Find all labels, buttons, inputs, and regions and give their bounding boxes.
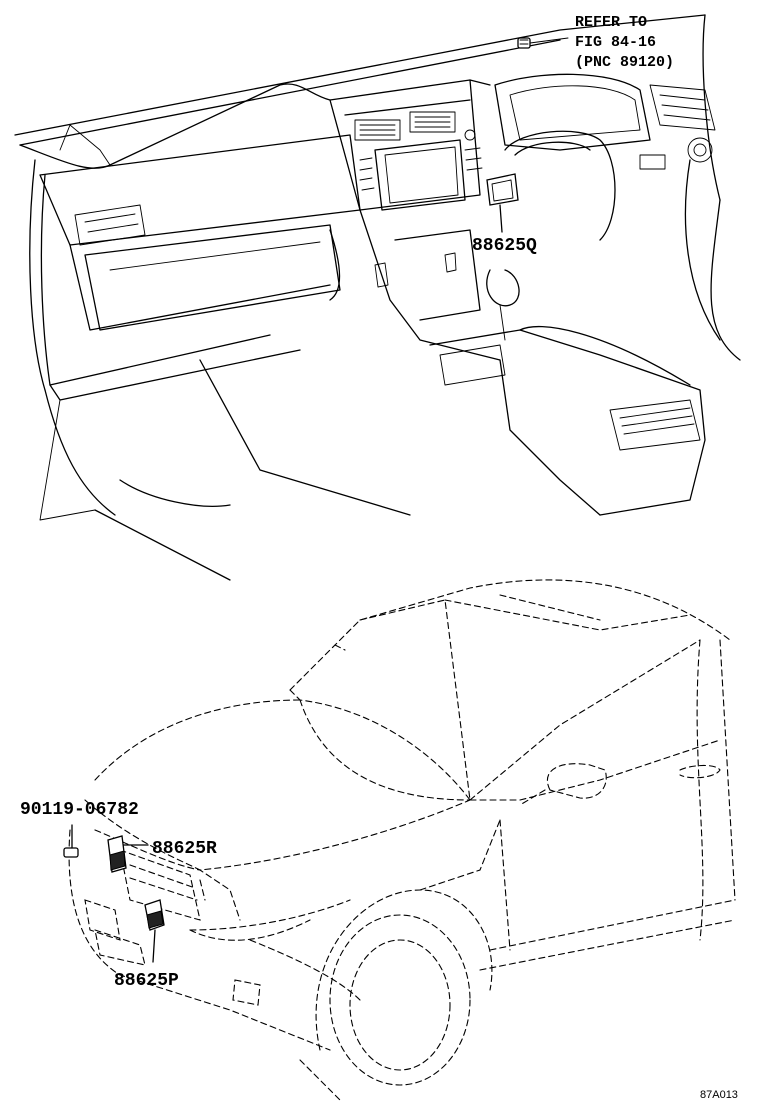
clip-90119-06782 — [63, 824, 79, 858]
dashboard-illustration — [14, 14, 741, 581]
reference-note: REFER TO FIG 84-16 (PNC 89120) — [575, 14, 674, 71]
callout-90119-06782: 90119-06782 — [20, 800, 139, 820]
reference-note-line2: FIG 84-16 — [575, 34, 656, 51]
figure-code: 87A013 — [700, 1089, 738, 1101]
car-exterior-illustration — [68, 579, 736, 1101]
callout-88625R: 88625R — [152, 839, 217, 859]
callout-88625P: 88625P — [114, 971, 179, 991]
interior-sensor-88625Q — [486, 173, 519, 233]
callout-88625Q: 88625Q — [472, 236, 537, 256]
front-sensor-88625R — [107, 835, 149, 873]
reference-note-line1: REFER TO — [575, 14, 647, 31]
front-sensor-88625P — [144, 899, 165, 963]
reference-note-line3: (PNC 89120) — [575, 54, 674, 71]
referred-part-icon — [517, 37, 569, 49]
